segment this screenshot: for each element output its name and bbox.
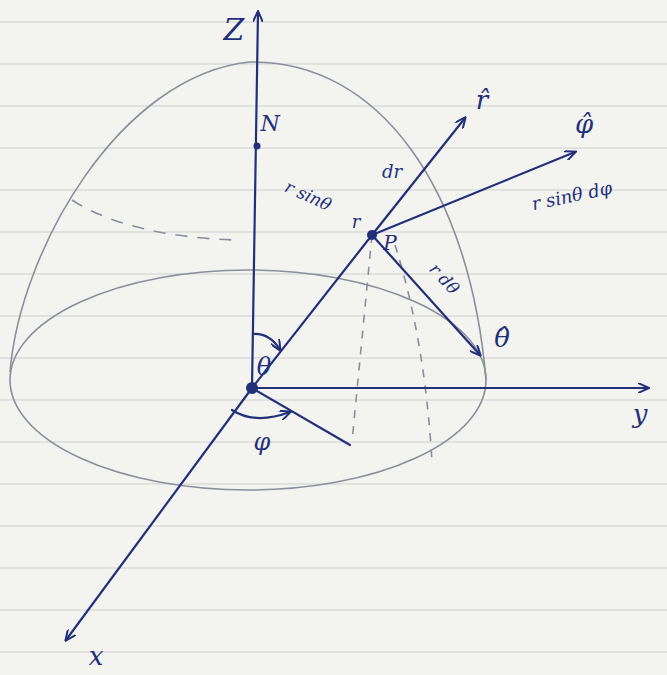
radius-line [252,235,372,388]
r-hat-vector [372,118,465,235]
point-label: P [383,233,396,253]
theta-hat-vector [372,235,480,355]
unit-vector-label: r̂ [476,87,488,113]
unit-vector-label: φ̂ [575,111,593,137]
length-element-label: r sinθ dφ [530,179,614,214]
base-circle [10,270,486,490]
axis-label: y [633,401,648,427]
north-dot [254,143,261,150]
latitude-dashed [72,200,235,240]
phi-arc [232,410,290,418]
angle-label: θ [257,355,271,379]
projection-dashed [352,235,372,442]
y-axis [252,387,648,389]
meridian-dashed [395,245,432,462]
hemisphere-dome [10,62,486,380]
length-element-label: r sinθ [282,178,333,214]
origin-dot [246,382,258,394]
length-element-label: dr [382,163,402,181]
angle-label: φ [254,430,271,454]
axis-label: x [89,643,104,669]
point-label: N [260,113,279,135]
z-axis [252,12,258,388]
axis-label: Z [224,15,245,45]
x-axis [66,388,252,640]
vector-label: r [352,213,361,231]
paper-lines [0,22,667,652]
theta-arc [253,334,280,350]
length-element-label: r dθ [426,260,462,297]
unit-vector-label: θ̂ [494,325,510,351]
point-dot [367,230,377,240]
